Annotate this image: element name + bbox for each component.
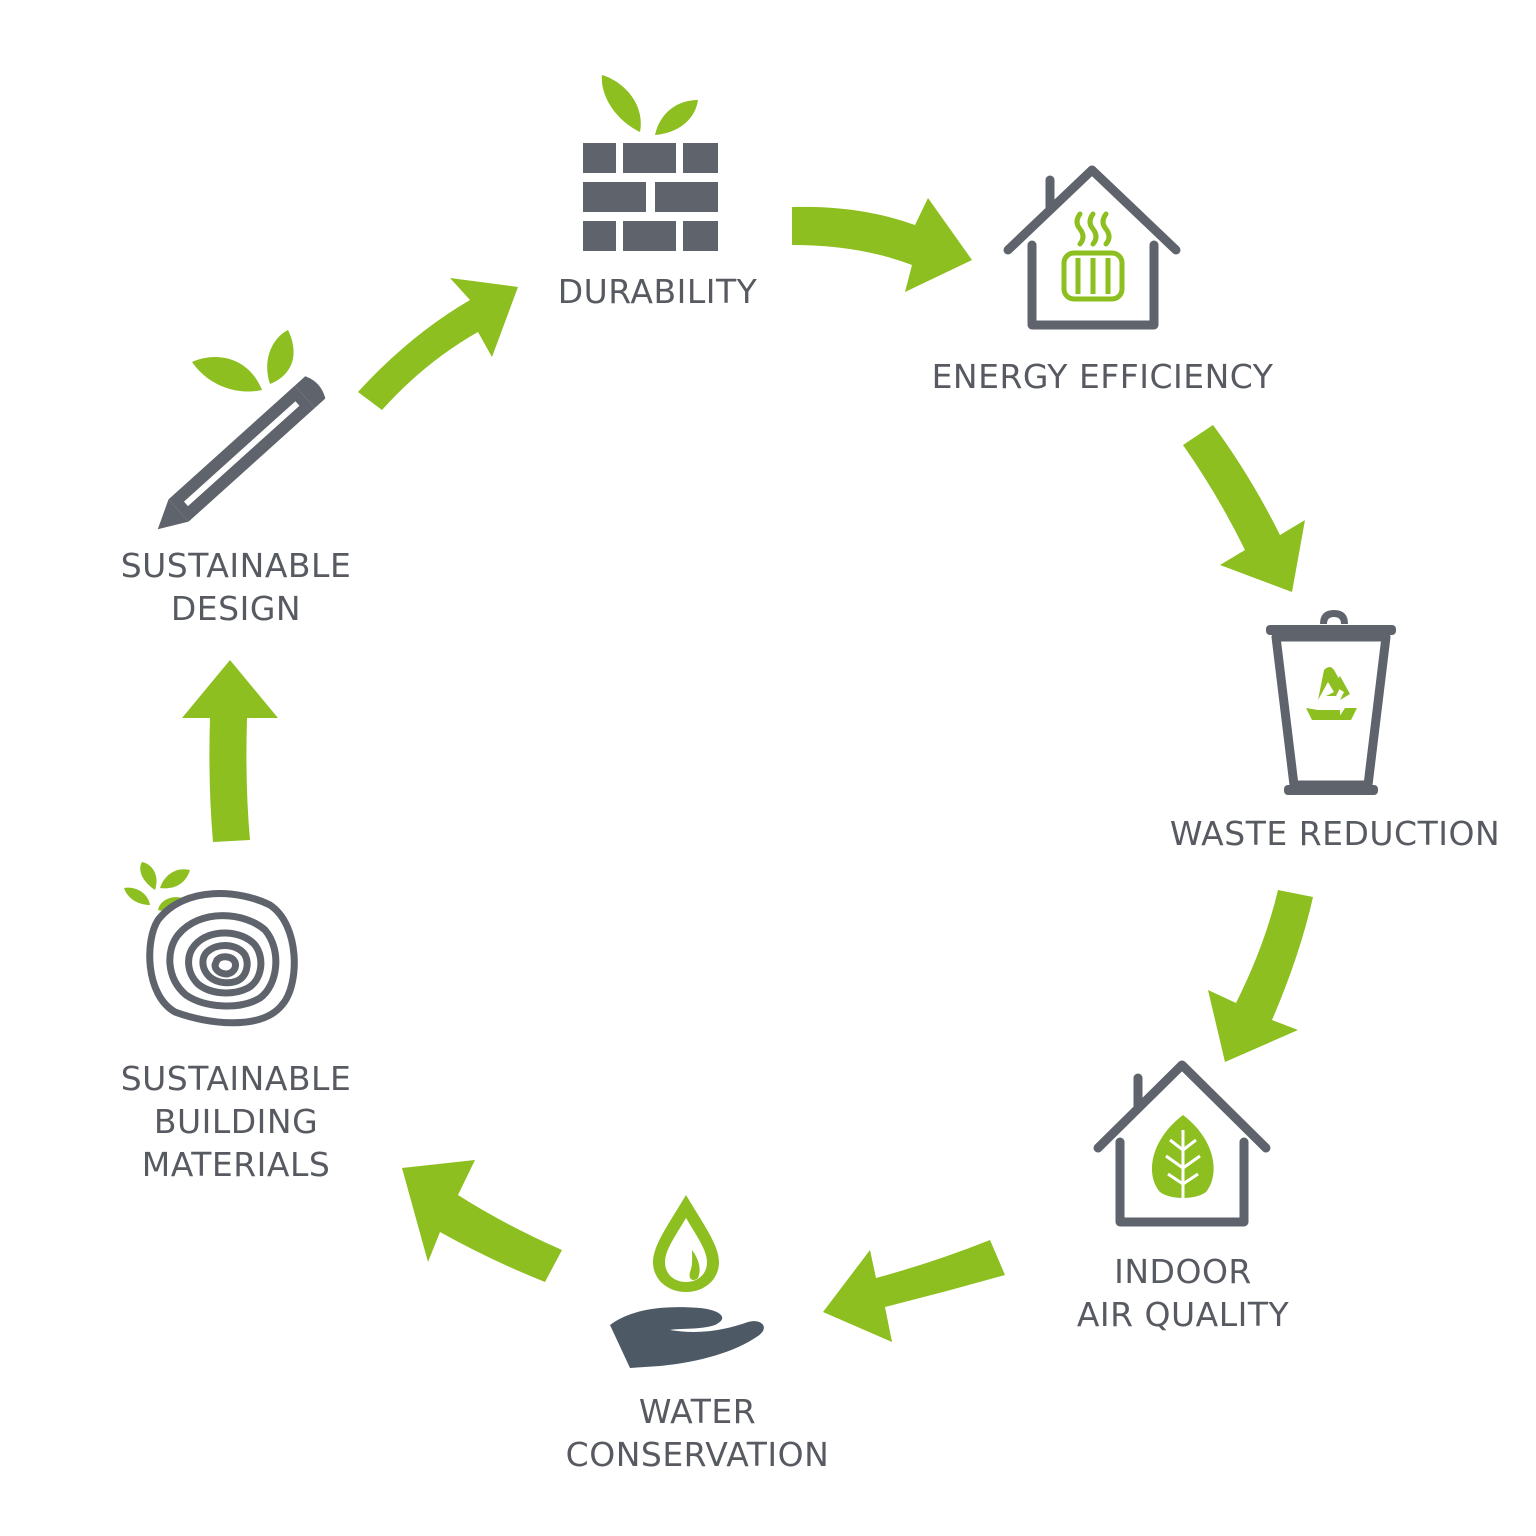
- label-sustainable-design: SUSTAINABLE DESIGN: [120, 546, 352, 628]
- label-energy-efficiency: ENERGY EFFICIENCY: [931, 357, 1274, 396]
- tree-rings-icon: [124, 862, 298, 1027]
- arrow-waste-to-indoor: [1208, 890, 1313, 1062]
- arrow-indoor-to-water: [823, 1240, 1005, 1342]
- label-sustainable-building-materials: SUSTAINABLE BUILDING MATERIALS: [120, 1059, 352, 1184]
- hand-water-drop-icon: [610, 1195, 764, 1368]
- label-durability: DURABILITY: [557, 272, 758, 311]
- house-leaf-icon: [1093, 1060, 1271, 1227]
- arrow-materials-to-design: [182, 660, 278, 842]
- arrow-water-to-materials: [402, 1160, 562, 1282]
- arrow-design-to-durability: [358, 278, 518, 410]
- flow-arrows: [182, 198, 1313, 1342]
- recycle-bin-icon: [1266, 610, 1396, 795]
- arrow-energy-to-waste: [1183, 425, 1305, 592]
- pencil-sprout-icon: [157, 330, 326, 530]
- label-water-conservation: WATER CONSERVATION: [565, 1392, 830, 1474]
- house-radiator-icon: [1003, 165, 1181, 330]
- arrow-durability-to-energy: [792, 198, 972, 292]
- label-indoor-air-quality: INDOOR AIR QUALITY: [1076, 1252, 1290, 1334]
- label-waste-reduction: WASTE REDUCTION: [1169, 814, 1501, 853]
- brick-wall-icon: [583, 75, 718, 251]
